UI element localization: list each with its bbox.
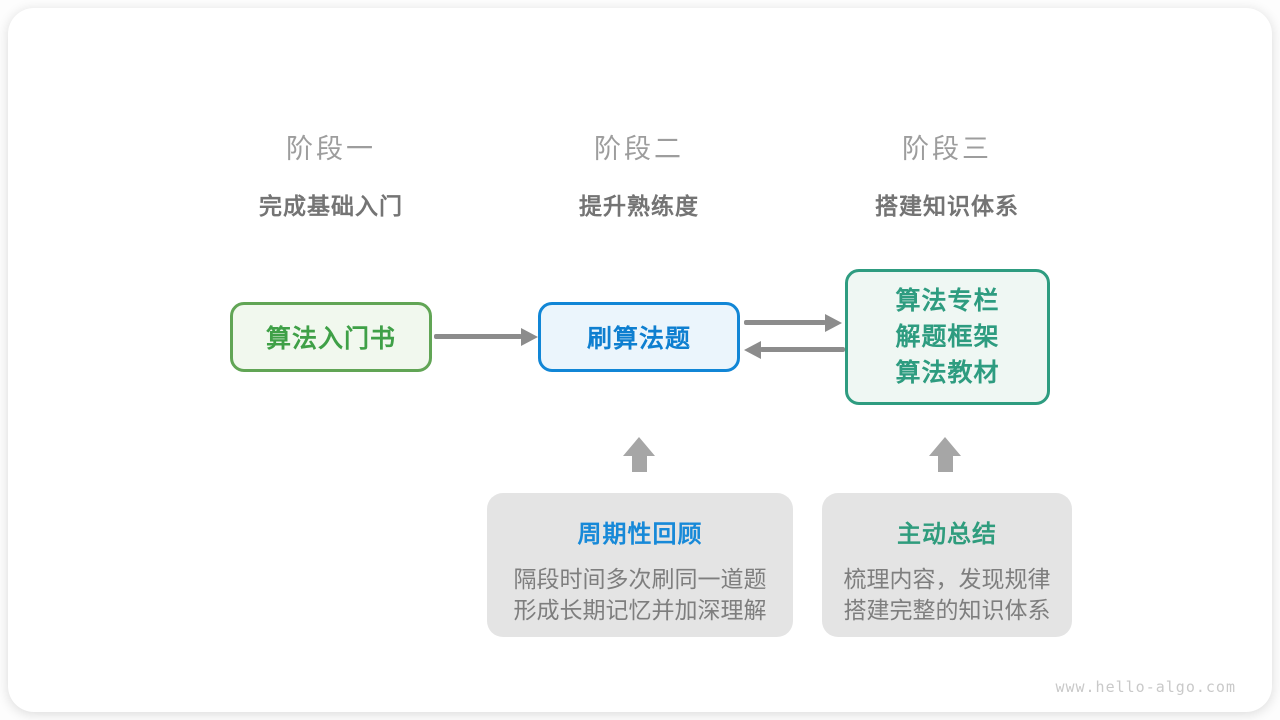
phase-2-subtitle: 提升熟练度 xyxy=(579,193,699,219)
note-periodic-review-body: 隔段时间多次刷同一道题 形成长期记忆并加深理解 xyxy=(487,564,793,626)
note-periodic-review-title: 周期性回顾 xyxy=(577,521,703,548)
note-line: 形成长期记忆并加深理解 xyxy=(513,597,767,623)
node-practice-problems: 刷算法题 xyxy=(538,302,740,372)
resource-line-2: 解题框架 xyxy=(895,323,1000,351)
resource-line-3: 算法教材 xyxy=(895,359,1000,387)
note-active-summary-body: 梳理内容，发现规律 搭建完整的知识体系 xyxy=(822,564,1072,626)
note-line: 梳理内容，发现规律 xyxy=(843,566,1051,592)
note-active-summary-title: 主动总结 xyxy=(897,521,997,548)
phase-1-title: 阶段一 xyxy=(286,134,376,164)
node-advanced-resources: 算法专栏 解题框架 算法教材 xyxy=(845,269,1050,405)
node-intro-book-label: 算法入门书 xyxy=(265,325,396,353)
node-intro-book: 算法入门书 xyxy=(230,302,432,372)
note-line: 搭建完整的知识体系 xyxy=(843,597,1051,623)
note-line: 隔段时间多次刷同一道题 xyxy=(513,566,767,592)
phase-1-subtitle: 完成基础入门 xyxy=(259,193,403,219)
site-watermark: www.hello-algo.com xyxy=(1055,678,1236,696)
note-active-summary: 主动总结 梳理内容，发现规律 搭建完整的知识体系 xyxy=(822,493,1072,637)
phase-3-header: 阶段三 搭建知识体系 xyxy=(875,127,1019,221)
phase-3-subtitle: 搭建知识体系 xyxy=(875,193,1019,219)
phase-1-header: 阶段一 完成基础入门 xyxy=(259,127,403,221)
phase-2-title: 阶段二 xyxy=(594,134,684,164)
note-periodic-review: 周期性回顾 隔段时间多次刷同一道题 形成长期记忆并加深理解 xyxy=(487,493,793,637)
phase-2-header: 阶段二 提升熟练度 xyxy=(579,127,699,221)
phase-3-title: 阶段三 xyxy=(902,134,992,164)
resource-line-1: 算法专栏 xyxy=(895,287,1000,315)
node-practice-problems-label: 刷算法题 xyxy=(586,325,691,353)
